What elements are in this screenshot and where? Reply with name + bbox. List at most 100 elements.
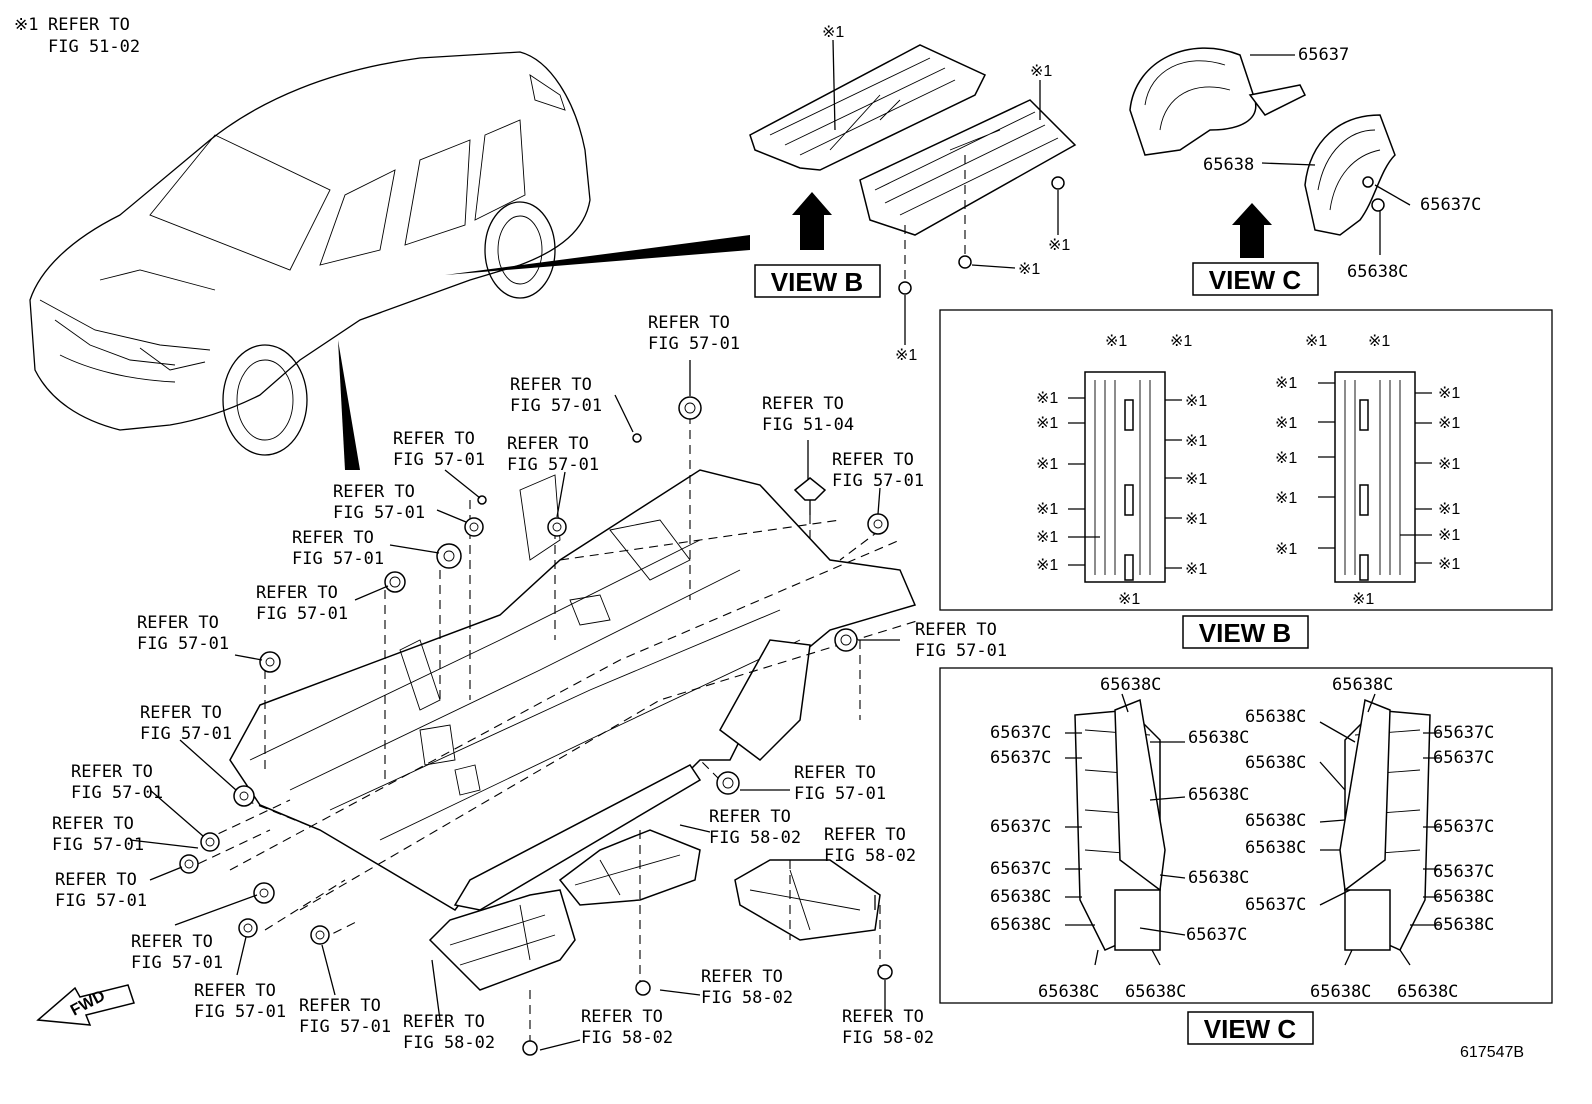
c-lbl-4: 65637C [990,817,1051,837]
mark-b2: ※1 [1036,415,1058,432]
mark-b6: ※1 [1036,557,1058,574]
refer-23-l1: REFER TO [581,1007,663,1027]
mark-b13: ※1 [1185,561,1207,578]
mark-vb5: ※1 [895,347,917,364]
refer-4-l2: FIG 57-01 [507,455,599,475]
c-lbl-7: 65638C [990,915,1051,935]
mark-b28: ※1 [1352,591,1374,608]
mark-b8: ※1 [1170,333,1192,350]
fwd-arrow: FWD [36,984,135,1026]
mark-b23: ※1 [1438,415,1460,432]
refer-3-l2: FIG 57-01 [393,450,485,470]
refer-1-l2: FIG 57-01 [510,396,602,416]
refer-11-l1: REFER TO [140,703,222,723]
refer-10-l1: REFER TO [915,620,997,640]
mark-b11: ※1 [1185,471,1207,488]
view-b-top-title: VIEW B [771,267,863,297]
refer-7-l1: REFER TO [292,528,374,548]
c-lbl-11: 65637C [1186,925,1247,945]
refer-19-l2: FIG 58-02 [709,828,801,848]
refer-0-l2: FIG 57-01 [648,334,740,354]
refer-21-l1: REFER TO [701,967,783,987]
mark-b17: ※1 [1275,375,1297,392]
diagram-id: 617547B [1460,1044,1524,1061]
mark-b12: ※1 [1185,511,1207,528]
refer-1-l1: REFER TO [510,375,592,395]
note-line2: FIG 51-02 [48,37,140,57]
view-b-top-illustration: VIEW B ※1 ※1 ※1 ※1 ※1 [749,24,1077,364]
c-lbl-18: 65638C [1245,838,1306,858]
refer-24-l2: FIG 58-02 [842,1028,934,1048]
label-65637c-top: 65637C [1420,195,1481,215]
refer-12-l2: FIG 57-01 [71,783,163,803]
note-line1: REFER TO [48,15,130,35]
view-c-top-title: VIEW C [1209,265,1302,295]
refer-18-l2: FIG 57-01 [299,1017,391,1037]
c-lbl-24: 65638C [1433,887,1494,907]
view-b-box: ※1 ※1 ※1 ※1 ※1 ※1 ※1 ※1 ※1 ※1 ※1 ※1 ※1 ※… [939,309,1553,649]
refer-13-l1: REFER TO [794,763,876,783]
label-65637: 65637 [1298,45,1349,65]
mark-b15: ※1 [1305,333,1327,350]
c-lbl-20: 65637C [1433,723,1494,743]
mark-b19: ※1 [1275,450,1297,467]
c-lbl-25: 65638C [1433,915,1494,935]
view-c-box: VIEW C 65638C 65637C 65637C 65637C 65637… [939,667,1553,1045]
refer-15-l2: FIG 57-01 [55,891,147,911]
refer-2-l2: FIG 51-04 [762,415,854,435]
refer-5-l1: REFER TO [832,450,914,470]
c-lbl-9: 65638C [1188,785,1249,805]
c-lbl-19: 65637C [1245,895,1306,915]
mark-b18: ※1 [1275,415,1297,432]
floor-assembly-illustration [129,360,921,1056]
c-lbl-8: 65638C [1188,728,1249,748]
refer-2-l1: REFER TO [762,394,844,414]
refer-22-l2: FIG 58-02 [403,1033,495,1053]
mark-vb1: ※1 [822,24,844,41]
c-lbl-27: 65638C [1397,982,1458,1002]
refer-3-l1: REFER TO [393,429,475,449]
mark-b4: ※1 [1036,501,1058,518]
view-b-box-title: VIEW B [1199,618,1291,648]
mark-b27: ※1 [1438,556,1460,573]
refer-10-l2: FIG 57-01 [915,641,1007,661]
refer-9-l1: REFER TO [137,613,219,633]
mark-b20: ※1 [1275,490,1297,507]
vehicle-illustration [29,51,750,470]
refer-17-l2: FIG 57-01 [194,1002,286,1022]
c-lbl-22: 65637C [1433,817,1494,837]
c-lbl-15: 65638C [1245,707,1306,727]
c-lbl-21: 65637C [1433,748,1494,768]
view-c-top-illustration: VIEW C 65637 65638 65637C 65638C [1129,45,1481,296]
mark-b1: ※1 [1036,390,1058,407]
refer-12-l1: REFER TO [71,762,153,782]
mark-b21: ※1 [1275,541,1297,558]
refer-16-l2: FIG 57-01 [131,953,223,973]
label-65638c-top: 65638C [1347,262,1408,282]
c-lbl-26: 65638C [1310,982,1371,1002]
mark-b10: ※1 [1185,433,1207,450]
c-lbl-14: 65638C [1332,675,1393,695]
mark-b9: ※1 [1185,393,1207,410]
refer-21-l2: FIG 58-02 [701,988,793,1008]
refer-13-l2: FIG 57-01 [794,784,886,804]
label-65638: 65638 [1203,155,1254,175]
refer-23-l2: FIG 58-02 [581,1028,673,1048]
refer-16-l1: REFER TO [131,932,213,952]
refer-17-l1: REFER TO [194,981,276,1001]
note-mark: ※1 [14,15,38,35]
c-lbl-6: 65638C [990,887,1051,907]
refer-7-l2: FIG 57-01 [292,549,384,569]
mark-b24: ※1 [1438,456,1460,473]
refer-11-l2: FIG 57-01 [140,724,232,744]
refer-4-l1: REFER TO [507,434,589,454]
view-c-box-title: VIEW C [1204,1014,1297,1044]
refer-6-l1: REFER TO [333,482,415,502]
mark-b26: ※1 [1438,527,1460,544]
mark-b16: ※1 [1368,333,1390,350]
mark-b22: ※1 [1438,385,1460,402]
refer-8-l2: FIG 57-01 [256,604,348,624]
c-lbl-1: 65638C [1100,675,1161,695]
c-lbl-16: 65638C [1245,753,1306,773]
